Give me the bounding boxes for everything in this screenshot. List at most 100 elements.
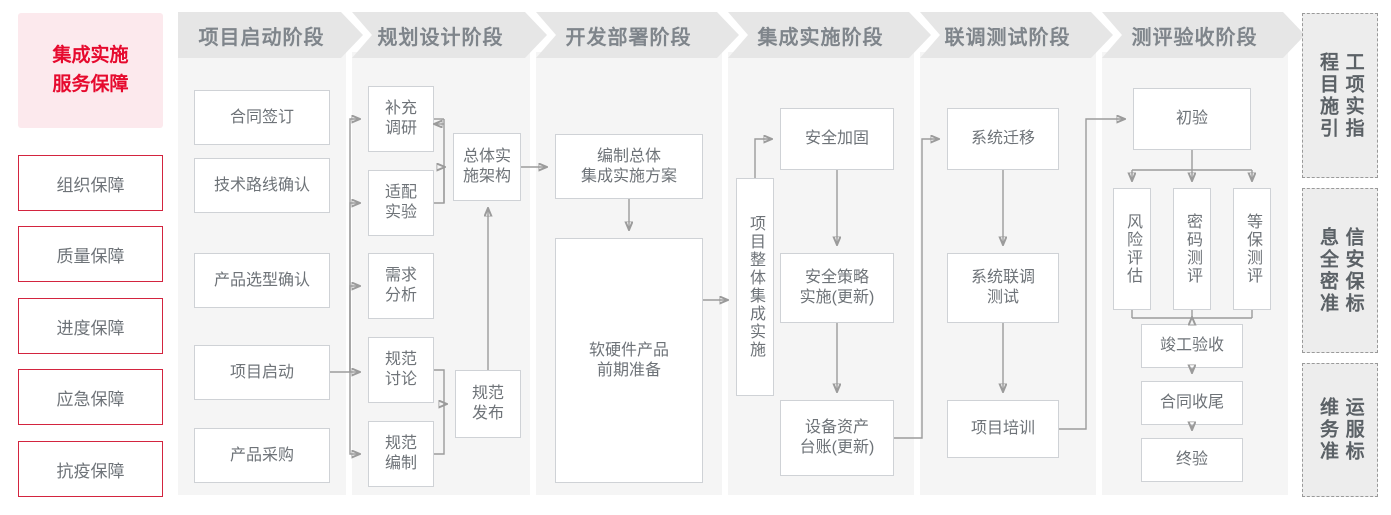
node-label-line1: 设备资产: [804, 419, 869, 436]
node-label-line2: 实验: [384, 204, 417, 221]
node-equipment-asset-ledger[interactable]: 设备资产 台账(更新): [780, 400, 894, 476]
node-security-hardening[interactable]: 安全加固: [780, 108, 894, 170]
node-label-line2: 台账(更新): [799, 439, 875, 456]
node-label-line2: 讨论: [384, 371, 417, 388]
chevron-shape: [536, 12, 739, 58]
node-final-acceptance[interactable]: 终验: [1141, 438, 1243, 482]
node-product-selection-confirm[interactable]: 产品选型确认: [194, 253, 330, 308]
phase-title: 联调测试阶段: [944, 26, 1071, 49]
node-completion-acceptance[interactable]: 竣工验收: [1141, 324, 1243, 368]
node-overall-project-integration[interactable]: 项目整体集成实施: [736, 178, 774, 396]
left-rail-item-label: 组织保障: [56, 175, 125, 195]
node-label: 产品采购: [229, 446, 294, 464]
phase-header-2[interactable]: 规划设计阶段: [352, 12, 547, 58]
left-rail-item-3[interactable]: 应急保障: [18, 369, 163, 425]
phase-header-4[interactable]: 集成实施阶段: [728, 12, 931, 58]
left-rail-header-line1: 集成实施: [52, 45, 129, 66]
node-risk-assessment[interactable]: 风险评估: [1113, 188, 1151, 310]
standards-label-left-column: 运服标: [1342, 397, 1364, 463]
left-rail-item-2[interactable]: 进度保障: [18, 298, 163, 354]
node-adaptation-experiment[interactable]: 适配 实验: [368, 170, 434, 236]
standards-label-right-column: 维务准: [1317, 397, 1338, 463]
standards-label-left-column: 信安保标: [1342, 226, 1364, 315]
node-label-line2: 实施(更新): [799, 289, 875, 306]
node-label: 项目整体集成实施: [747, 215, 764, 359]
node-overall-implementation-architecture[interactable]: 总体实 施架构: [453, 133, 521, 201]
node-label: 项目启动: [229, 363, 294, 381]
standards-label-right-column: 程目施引: [1317, 51, 1338, 140]
node-label-line1: 规范: [384, 435, 417, 452]
phase-header-5[interactable]: 联调测试阶段: [920, 12, 1113, 58]
left-rail-item-label: 抗疫保障: [56, 461, 125, 481]
node-project-training[interactable]: 项目培训: [947, 400, 1059, 458]
phase-title: 规划设计阶段: [377, 26, 504, 49]
node-contract-signing[interactable]: 合同签订: [194, 90, 330, 145]
node-system-migration[interactable]: 系统迁移: [947, 108, 1059, 170]
node-label-line2: 发布: [471, 405, 504, 422]
node-label-line1: 编制总体: [596, 147, 661, 165]
node-label-line2: 前期准备: [596, 361, 661, 379]
node-label: 项目培训: [970, 420, 1035, 437]
node-label-line1: 规范: [471, 385, 504, 402]
standards-item-engineering-guideline[interactable]: 工项实指 程目施引: [1302, 13, 1378, 178]
left-rail-item-label: 质量保障: [56, 246, 125, 266]
phase-header-1[interactable]: 项目启动阶段: [178, 12, 363, 58]
left-rail-item-label: 进度保障: [56, 318, 125, 338]
node-tech-route-confirm[interactable]: 技术路线确认: [194, 158, 330, 213]
node-cryptography-evaluation[interactable]: 密码测评: [1173, 188, 1211, 310]
chevron-shape: [1102, 12, 1305, 58]
phase-title: 测评验收阶段: [1131, 26, 1258, 49]
node-label-line2: 分析: [384, 287, 417, 304]
node-hardware-software-preparation[interactable]: 软硬件产品 前期准备: [555, 238, 703, 483]
left-rail-item-0[interactable]: 组织保障: [18, 155, 163, 211]
left-rail-item-4[interactable]: 抗疫保障: [18, 441, 163, 497]
node-product-procurement[interactable]: 产品采购: [194, 428, 330, 483]
phase-title: 开发部署阶段: [565, 26, 692, 49]
node-label-line2: 施架构: [462, 168, 511, 185]
node-label-line2: 调研: [384, 120, 417, 137]
node-security-policy-implementation[interactable]: 安全策略 实施(更新): [780, 253, 894, 323]
standards-label-right-column: 息全密准: [1317, 226, 1338, 315]
node-label-line1: 安全策略: [804, 269, 869, 286]
phase-header-6[interactable]: 测评验收阶段: [1102, 12, 1305, 58]
standards-item-infosec-standard[interactable]: 信安保标 息全密准: [1302, 188, 1378, 353]
phase-header-3[interactable]: 开发部署阶段: [536, 12, 739, 58]
node-label-line1: 系统联调: [970, 269, 1035, 286]
node-label: 终验: [1175, 451, 1208, 468]
node-classified-protection-evaluation[interactable]: 等保测评: [1233, 188, 1271, 310]
node-compile-overall-integration-plan[interactable]: 编制总体 集成实施方案: [555, 134, 703, 199]
node-label-line1: 适配: [384, 184, 417, 201]
chevron-shape: [728, 12, 931, 58]
node-label: 初验: [1175, 110, 1208, 127]
node-label: 等保测评: [1244, 213, 1261, 285]
chevron-shape: [920, 12, 1113, 58]
left-rail-item-1[interactable]: 质量保障: [18, 226, 163, 282]
node-spec-release[interactable]: 规范 发布: [455, 370, 521, 438]
node-spec-discussion[interactable]: 规范 讨论: [368, 337, 434, 403]
left-rail-item-label: 应急保障: [56, 389, 125, 409]
chevron-shape: [352, 12, 547, 58]
node-contract-closure[interactable]: 合同收尾: [1141, 381, 1243, 425]
node-system-joint-debug-test[interactable]: 系统联调 测试: [947, 253, 1059, 323]
node-preliminary-acceptance[interactable]: 初验: [1133, 88, 1251, 150]
phase-title: 项目启动阶段: [198, 26, 325, 49]
node-label: 风险评估: [1124, 213, 1141, 285]
node-label-line2: 编制: [384, 455, 417, 472]
standards-label-left-column: 工项实指: [1342, 51, 1364, 140]
node-label-line1: 规范: [384, 351, 417, 368]
node-requirement-analysis[interactable]: 需求 分析: [368, 253, 434, 319]
node-label-line1: 补充: [384, 100, 417, 117]
node-spec-drafting[interactable]: 规范 编制: [368, 421, 434, 487]
left-rail-header: 集成实施 服务保障: [18, 13, 163, 128]
node-label: 安全加固: [804, 130, 869, 147]
phase-title: 集成实施阶段: [757, 26, 884, 49]
node-supplementary-research[interactable]: 补充 调研: [368, 86, 434, 152]
node-label-line1: 软硬件产品: [588, 341, 669, 359]
node-project-kickoff[interactable]: 项目启动: [194, 345, 330, 400]
node-label-line1: 需求: [384, 267, 417, 284]
standards-item-ops-service-standard[interactable]: 运服标 维务准: [1302, 363, 1378, 497]
node-label-line2: 测试: [986, 289, 1019, 306]
node-label: 技术路线确认: [213, 176, 310, 194]
node-label: 密码测评: [1184, 213, 1201, 285]
